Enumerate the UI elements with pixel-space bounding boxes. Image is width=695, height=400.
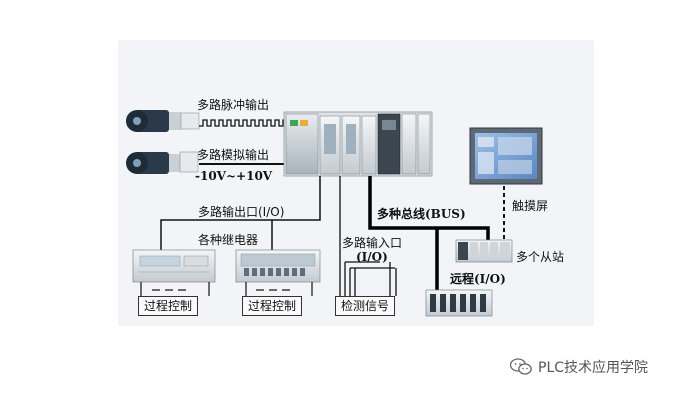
plc-rack xyxy=(283,111,433,177)
servo-motor-2 xyxy=(126,151,199,174)
remote-io-modules xyxy=(425,289,493,317)
analog-range-label: -10V~+10V xyxy=(195,169,273,183)
bus-line xyxy=(368,176,490,248)
output-line xyxy=(160,176,321,250)
detection-signal-box: 检测信号 xyxy=(335,296,396,316)
pulse-waveform xyxy=(199,119,296,127)
analog-output-label: 多路模拟输出 xyxy=(197,148,270,162)
digital-input-label-2: (I/O) xyxy=(356,250,388,264)
watermark-text: PLC技术应用学院 xyxy=(538,360,649,376)
touchscreen-panel xyxy=(469,127,543,185)
touchscreen-label: 触摸屏 xyxy=(512,199,549,213)
digital-output-label: 多路输出口(I/O) xyxy=(198,205,285,219)
slave-station xyxy=(455,239,513,263)
pulse-output-label: 多路脉冲输出 xyxy=(197,98,270,112)
relays-label: 各种继电器 xyxy=(198,233,259,247)
process-control-box-1: 过程控制 xyxy=(138,296,199,316)
remote-io-label: 远程(I/O) xyxy=(450,272,506,286)
relay-module-1 xyxy=(132,249,216,283)
relay-module-2 xyxy=(235,249,321,283)
relay-1-wiring xyxy=(140,282,210,296)
wechat-icon xyxy=(510,358,532,375)
watermark: PLC技术应用学院 xyxy=(510,357,648,377)
relay-2-wiring xyxy=(245,282,313,296)
bus-label: 多种总线(BUS) xyxy=(377,207,466,221)
servo-motor-1 xyxy=(126,110,200,132)
digital-input-label-1: 多路输入口 xyxy=(342,236,403,250)
input-wiring xyxy=(339,176,397,296)
slave-stations-label: 多个从站 xyxy=(516,250,565,264)
process-control-box-2: 过程控制 xyxy=(242,296,303,316)
